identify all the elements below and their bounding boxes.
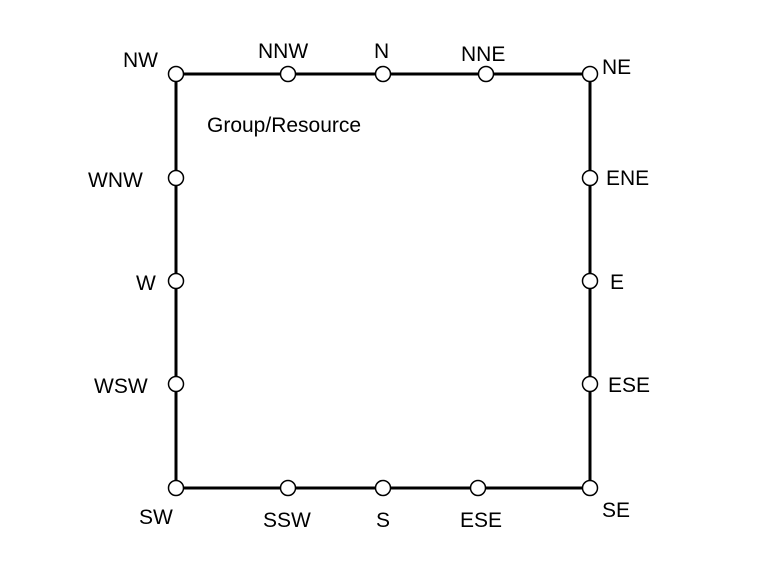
anchor-point-ene[interactable] xyxy=(581,169,599,187)
anchor-label-se: SE xyxy=(602,499,630,522)
anchor-label-n: N xyxy=(374,40,389,63)
anchor-point-n[interactable] xyxy=(374,65,392,83)
anchor-label-ene: ENE xyxy=(606,167,649,190)
anchor-point-nnw[interactable] xyxy=(279,65,297,83)
anchor-label-sse: ESE xyxy=(460,509,502,532)
anchor-label-w: W xyxy=(136,272,156,295)
anchor-point-ssw[interactable] xyxy=(279,479,297,497)
anchor-point-e[interactable] xyxy=(581,272,599,290)
anchor-label-ese: ESE xyxy=(608,374,650,397)
anchor-point-nw[interactable] xyxy=(167,65,185,83)
anchor-label-ssw: SSW xyxy=(263,509,311,532)
anchor-label-nnw: NNW xyxy=(258,40,308,63)
anchor-point-sw[interactable] xyxy=(167,479,185,497)
anchor-point-se[interactable] xyxy=(581,479,599,497)
anchor-label-s: S xyxy=(376,509,390,532)
anchor-label-wnw: WNW xyxy=(88,169,143,192)
anchor-point-sse[interactable] xyxy=(469,479,487,497)
anchor-point-wsw[interactable] xyxy=(167,375,185,393)
anchor-label-sw: SW xyxy=(139,506,173,529)
anchor-label-nw: NW xyxy=(123,49,158,72)
anchor-point-ne[interactable] xyxy=(581,65,599,83)
anchor-label-wsw: WSW xyxy=(94,375,148,398)
anchor-point-s[interactable] xyxy=(374,479,392,497)
anchor-label-ne: NE xyxy=(602,56,631,79)
anchor-point-ese[interactable] xyxy=(581,375,599,393)
anchor-point-w[interactable] xyxy=(167,272,185,290)
anchor-label-e: E xyxy=(610,271,624,294)
anchor-point-wnw[interactable] xyxy=(167,169,185,187)
box-title: Group/Resource xyxy=(207,114,361,137)
anchor-point-nne[interactable] xyxy=(477,65,495,83)
anchor-label-nne: NNE xyxy=(461,43,505,66)
